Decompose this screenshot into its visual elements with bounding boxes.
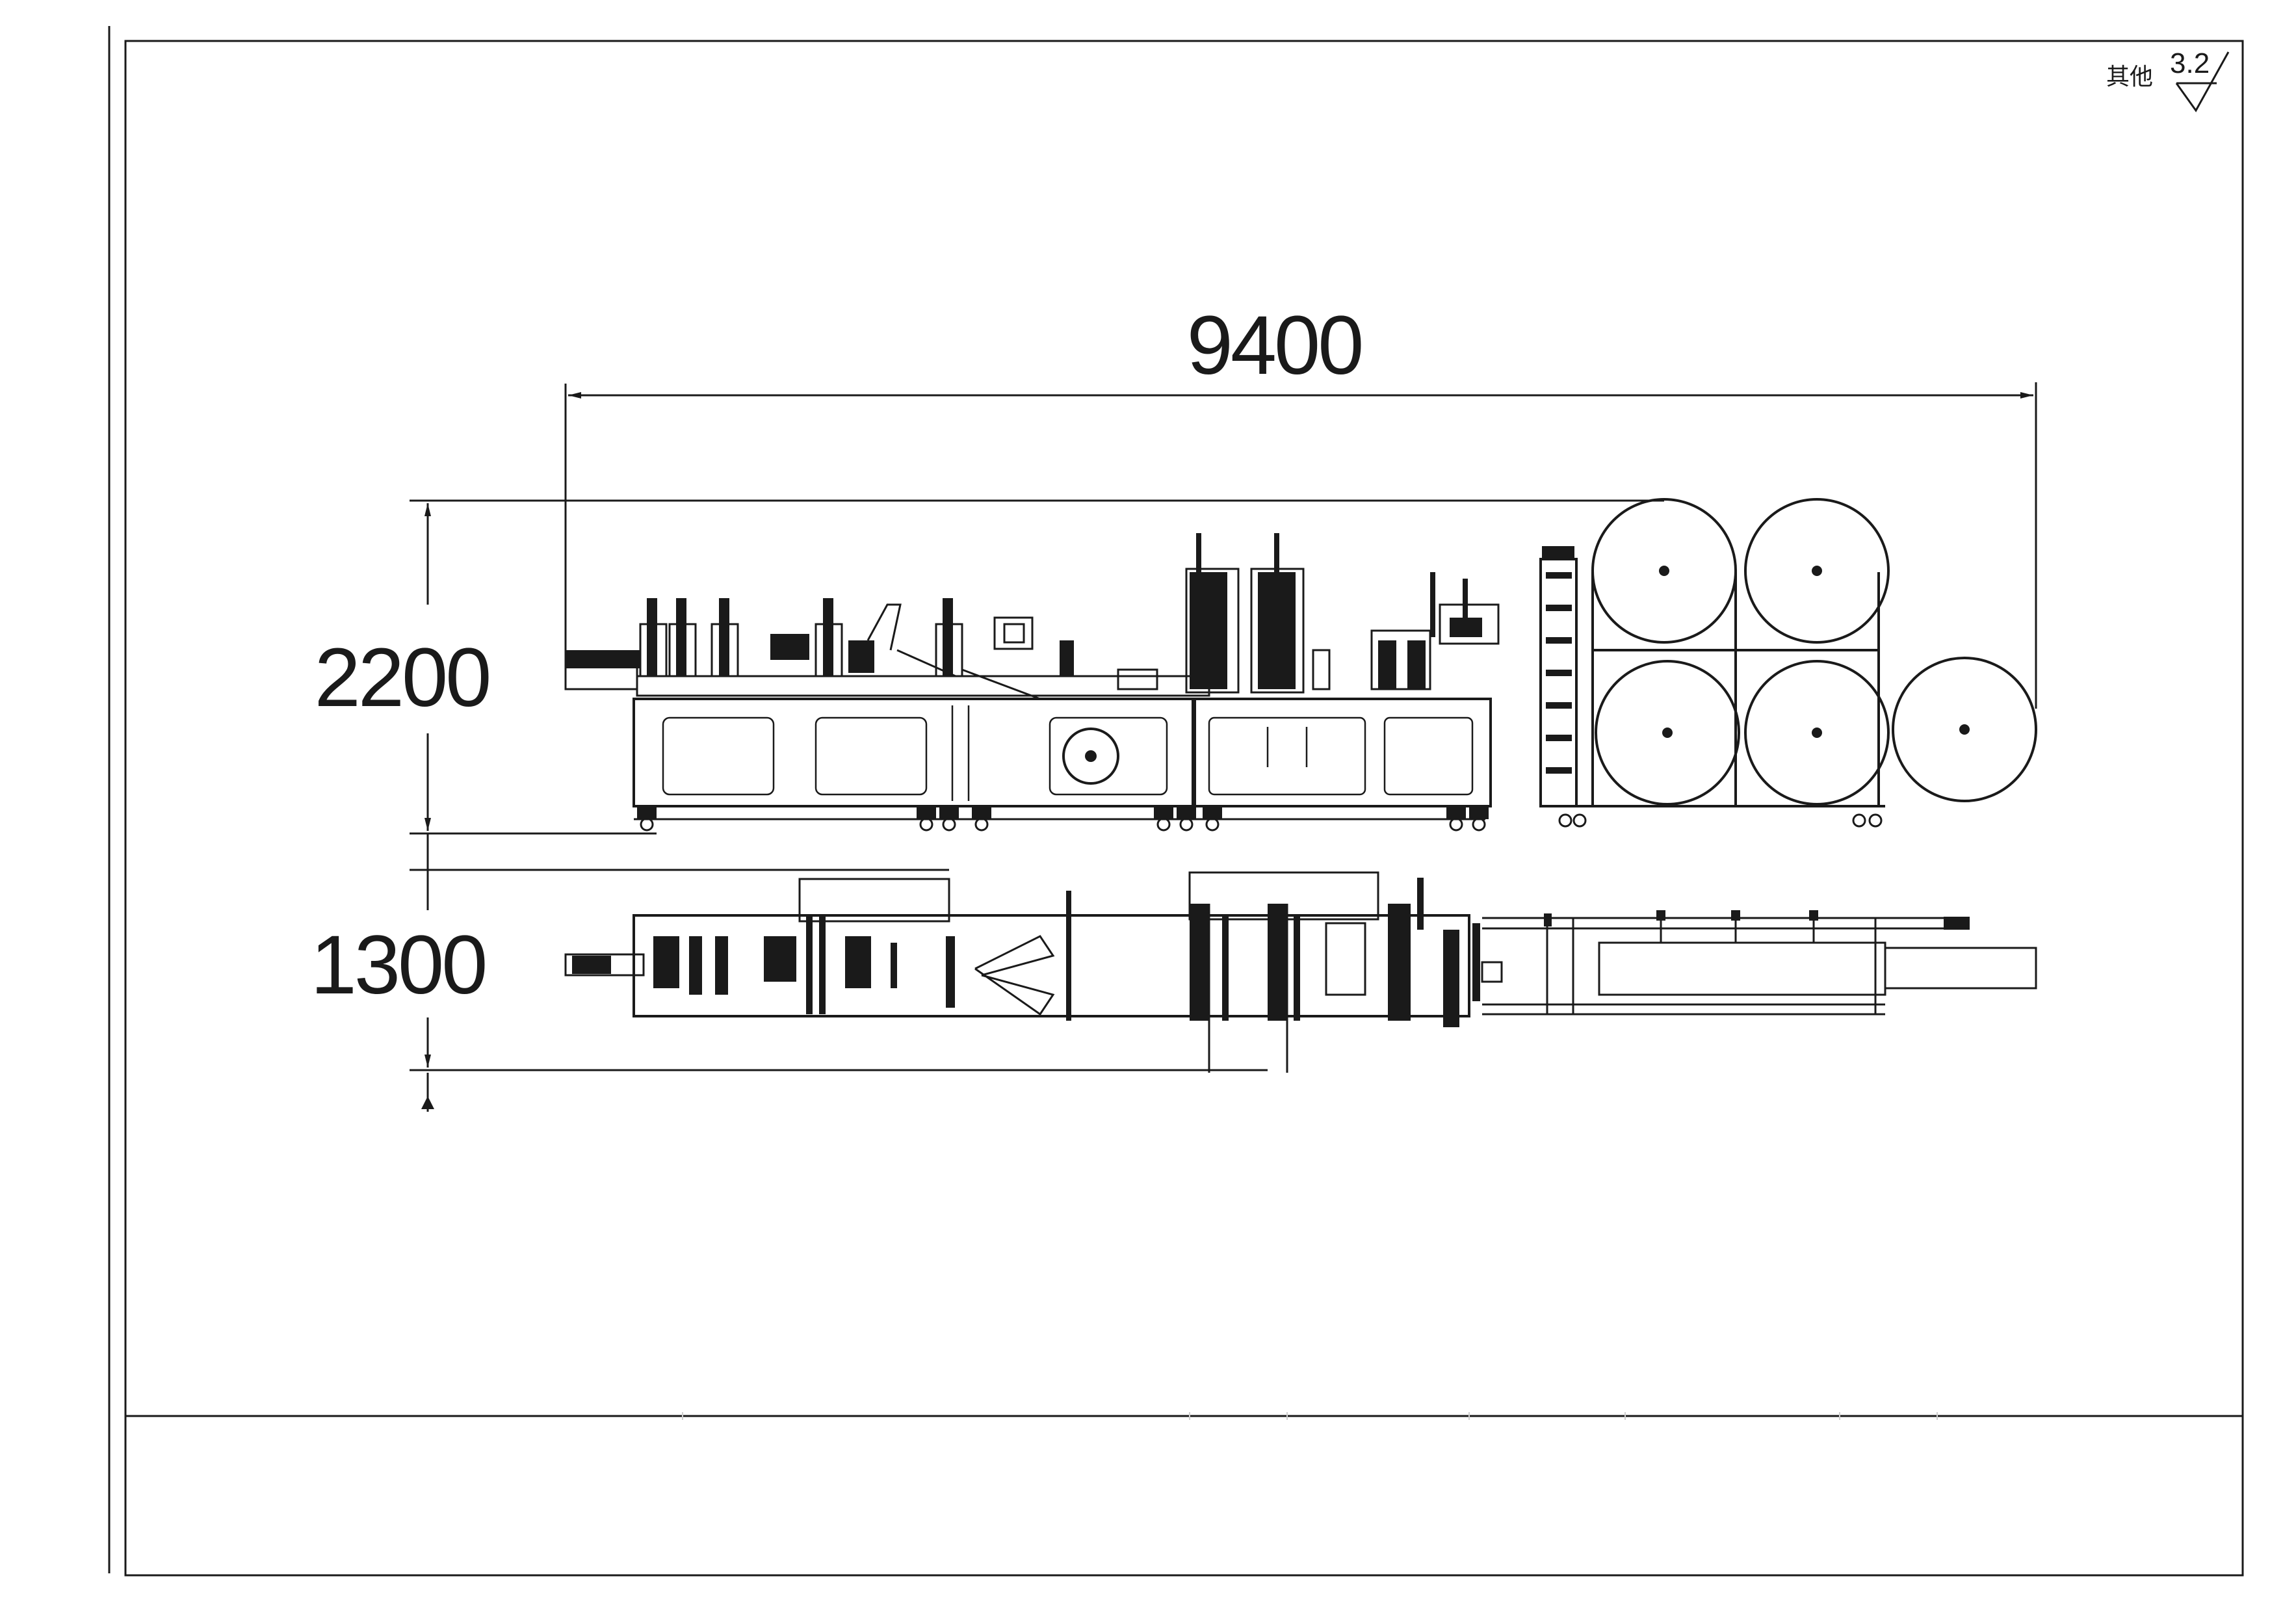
roughness-value-text: 3.2 [2170,47,2210,79]
dimension-length-label: 9400 [1187,299,1362,392]
front-view-roll-stand [1539,498,2037,828]
surface-note-text: 其他 [2106,64,2153,90]
dimension-height-label: 2200 [315,631,489,724]
sheet-border [108,26,2244,1577]
dimension-overall-length: 9400 [564,299,2037,709]
front-view-cabinets [633,698,1492,832]
machine-front-view [564,498,2037,832]
dimension-height: 2200 [315,499,1664,884]
front-view-top-mechanism [564,533,1500,700]
dimension-width: 1300 [311,869,1268,1112]
machine-plan-view [564,871,2037,1073]
dimension-width-label: 1300 [311,919,486,1012]
surface-roughness-symbol: 其他 3.2 [2106,47,2230,112]
